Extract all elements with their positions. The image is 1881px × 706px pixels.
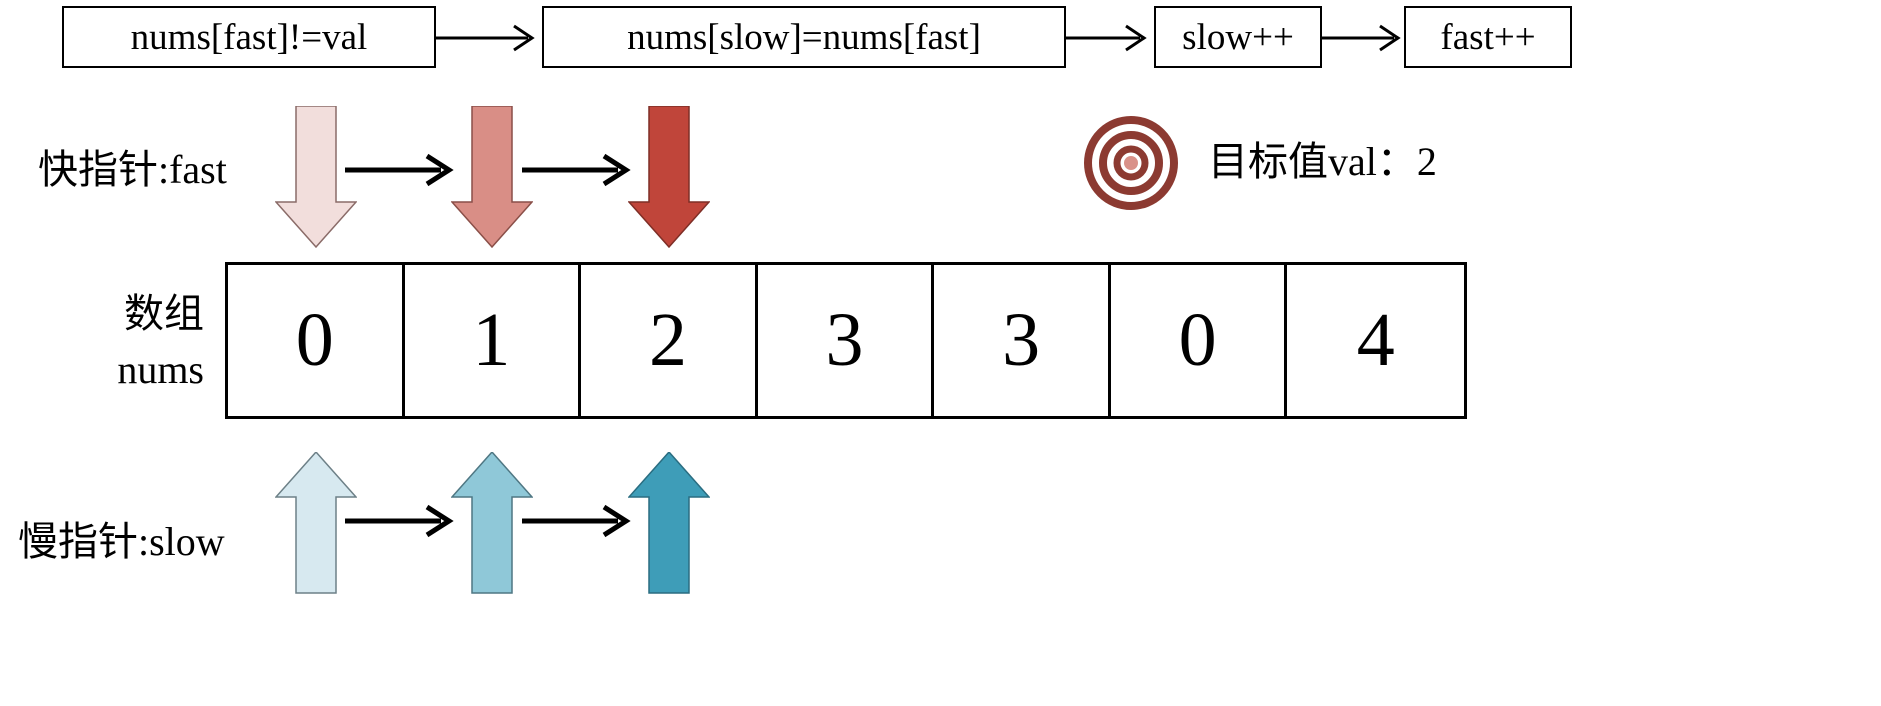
fast-pointer-arrow-0 bbox=[275, 106, 357, 248]
connector-arrow-2 bbox=[1066, 24, 1147, 52]
flow-step-fast-incr-label: fast++ bbox=[1440, 16, 1536, 58]
flow-step-fast-incr: fast++ bbox=[1404, 6, 1572, 68]
target-value-label: 目标值val：2 bbox=[1208, 139, 1437, 184]
fast-step-arrow-1 bbox=[522, 153, 631, 187]
fast-step-arrow-0 bbox=[345, 153, 454, 187]
flow-step-cond-label: nums[fast]!=val bbox=[130, 16, 368, 58]
slow-pointer-arrow-0 bbox=[275, 452, 357, 594]
flow-step-slow-incr-label: slow++ bbox=[1182, 16, 1294, 58]
flow-step-assign: nums[slow]=nums[fast] bbox=[542, 6, 1066, 68]
flow-step-assign-label: nums[slow]=nums[fast] bbox=[627, 16, 981, 58]
array-cell: 3 bbox=[934, 265, 1111, 416]
array-cell: 2 bbox=[581, 265, 758, 416]
slow-pointer-arrow-1 bbox=[451, 452, 533, 594]
fast-pointer-arrow-2 bbox=[628, 106, 710, 248]
connector-arrow-1 bbox=[436, 24, 535, 52]
array-cell: 0 bbox=[228, 265, 405, 416]
bullseye-icon bbox=[1084, 116, 1178, 210]
slow-step-arrow-0 bbox=[345, 504, 454, 538]
array-cell: 1 bbox=[404, 265, 582, 416]
array-cell: 3 bbox=[757, 265, 935, 416]
slow-pointer-label: 慢指针:slow bbox=[18, 519, 225, 564]
flow-step-slow-incr: slow++ bbox=[1154, 6, 1322, 68]
slow-step-arrow-1 bbox=[522, 504, 631, 538]
fast-pointer-arrow-1 bbox=[451, 106, 533, 248]
array-label-line1: 数组 bbox=[124, 291, 204, 336]
slow-pointer-arrow-2 bbox=[628, 452, 710, 594]
array-cell: 4 bbox=[1287, 265, 1465, 416]
array-cell: 0 bbox=[1110, 265, 1288, 416]
fast-pointer-label: 快指针:fast bbox=[38, 147, 227, 192]
flow-step-cond: nums[fast]!=val bbox=[62, 6, 436, 68]
connector-arrow-3 bbox=[1322, 24, 1401, 52]
array-label-line2: nums bbox=[117, 347, 204, 392]
